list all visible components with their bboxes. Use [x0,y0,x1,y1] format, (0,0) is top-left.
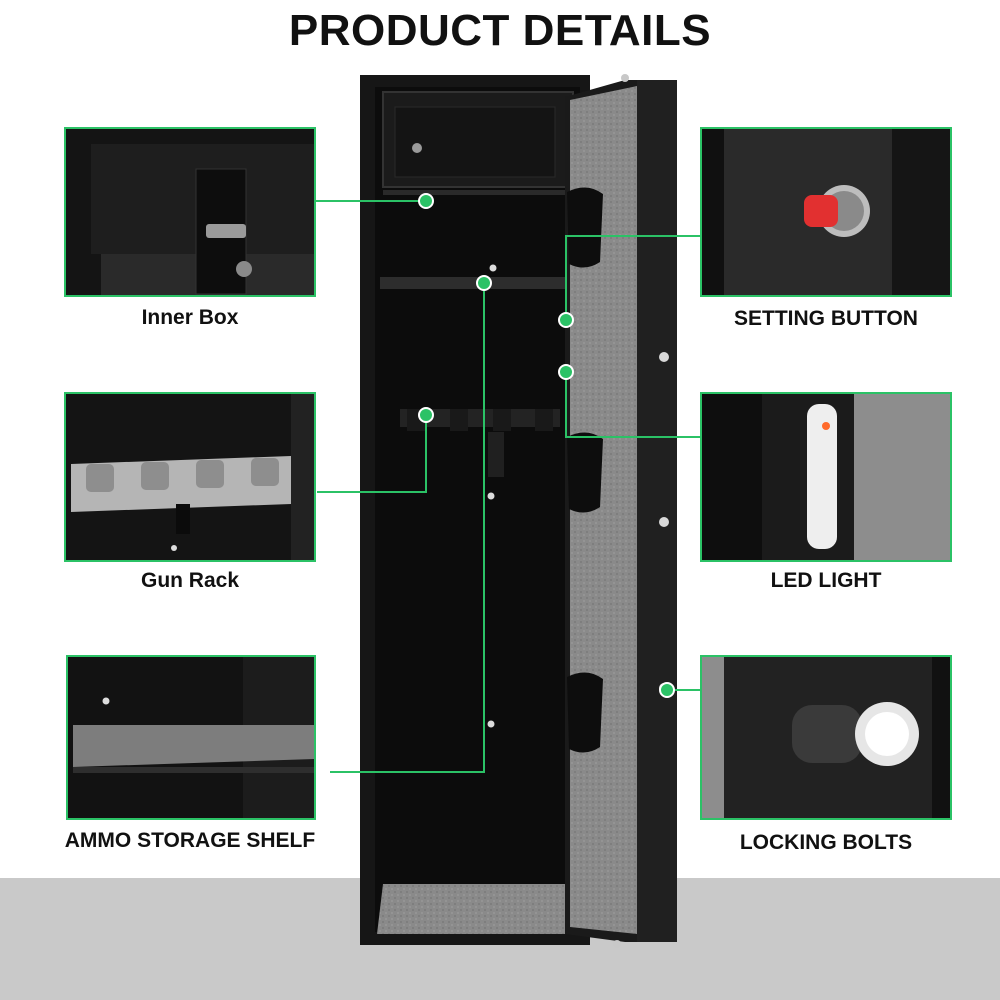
setting-button-label: SETTING BUTTON [734,307,918,330]
inner-box-thumbnail [64,127,316,297]
led-light-image [702,394,950,560]
inner-box-marker [418,193,434,209]
ammo-shelf-marker [476,275,492,291]
setting-button-thumbnail [700,127,952,297]
inner-box-label: Inner Box [141,306,239,329]
gun-rack-image [66,394,314,560]
setting-button-image [702,129,950,295]
ammo-shelf-thumbnail [66,655,316,820]
locking-bolts-label: LOCKING BOLTS [739,831,913,854]
locking-bolt-marker [659,682,675,698]
led-light-label: LED LIGHT [770,569,882,592]
setting-button-marker [558,312,574,328]
gun-rack-thumbnail [64,392,316,562]
ammo-shelf-image [68,657,314,818]
gun-rack-label: Gun Rack [140,569,240,592]
led-light-marker [558,364,574,380]
inner-box-image [66,129,314,295]
led-light-thumbnail [700,392,952,562]
ammo-shelf-label: AMMO STORAGE SHELF [64,829,316,852]
locking-bolts-thumbnail [700,655,952,820]
gun-rack-marker [418,407,434,423]
page-title: PRODUCT DETAILS [288,6,712,55]
locking-bolts-image [702,657,950,818]
